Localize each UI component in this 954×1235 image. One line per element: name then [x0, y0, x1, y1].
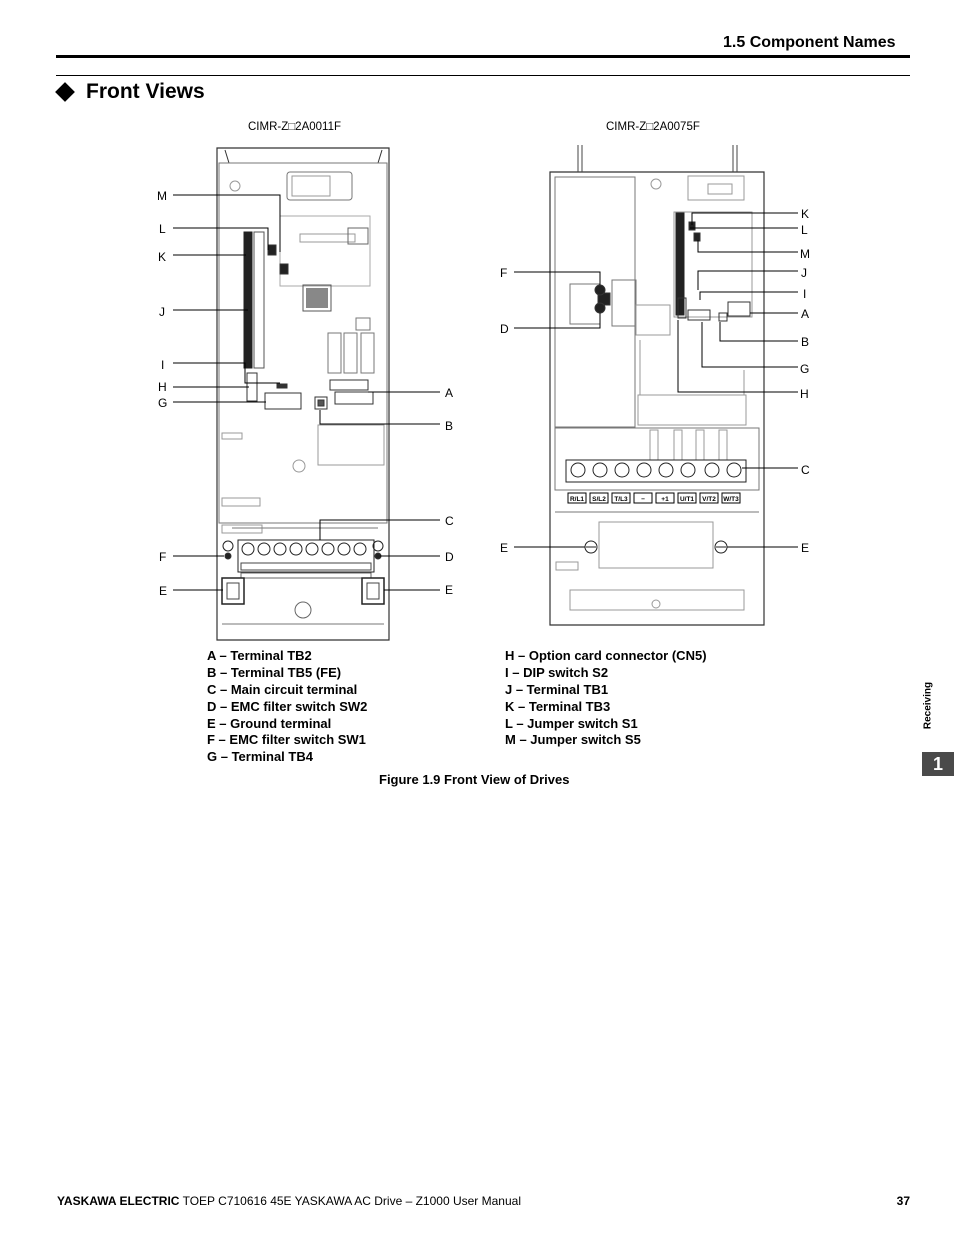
right-callout-f: F — [500, 266, 507, 280]
left-callout-l: L — [159, 222, 166, 236]
terminal-label-box — [633, 492, 653, 504]
left-callout-m: M — [157, 189, 167, 203]
legend-item: K – Terminal TB3 — [505, 698, 611, 714]
terminal-label-box — [611, 492, 631, 504]
terminal-label-box — [655, 492, 675, 504]
left-callout-e-right: E — [445, 583, 453, 597]
terminal-label: R/L1 — [570, 496, 584, 503]
right-callout-e-right: E — [801, 541, 809, 555]
legend-item: F – EMC filter switch SW1 — [207, 732, 366, 748]
right-callout-h: H — [800, 387, 809, 401]
legend-item: A – Terminal TB2 — [207, 648, 312, 663]
left-callout-i: I — [161, 358, 164, 372]
section-title: 1.5 Component Names — [723, 34, 896, 51]
legend-left: A – Terminal TB2 B – Terminal TB5 (FE) C… — [207, 648, 367, 766]
terminal-label: V/T2 — [702, 496, 716, 503]
legend-item: G – Terminal TB4 — [207, 749, 313, 765]
chapter-tab: 1 — [922, 752, 954, 776]
left-callout-b: B — [445, 419, 453, 433]
front-view-figure: M L K J I H G A B C F D E E — [157, 145, 810, 641]
page-number: 37 — [896, 1194, 910, 1208]
right-callout-j: J — [801, 266, 807, 280]
legend-item: L – Jumper switch S1 — [505, 715, 638, 731]
legend-item: C – Main circuit terminal — [207, 681, 358, 697]
right-callout-e-left: E — [500, 541, 508, 555]
right-callout-g: G — [800, 362, 809, 376]
left-model-label: CIMR-Z□2A0011F — [248, 121, 342, 133]
terminal-label: +1 — [661, 496, 669, 503]
left-callout-a: A — [445, 386, 453, 400]
right-drive-drawing — [549, 145, 765, 626]
left-callout-h: H — [158, 380, 167, 394]
header-rule — [56, 55, 910, 58]
left-drive-drawing — [216, 147, 390, 641]
legend-item: I – DIP switch S2 — [505, 664, 609, 680]
left-callout-f: F — [159, 550, 166, 564]
left-callout-c: C — [445, 514, 454, 528]
terminal-label: S/L2 — [592, 496, 606, 503]
left-callout-d: D — [445, 550, 454, 564]
terminal-label-row: R/L1 S/L2 T/L3 − +1 U/T1 V/T2 W/T3 — [567, 492, 741, 504]
legend-right: H – Option card connector (CN5) I – DIP … — [505, 648, 707, 749]
legend-item: E – Ground terminal — [207, 715, 332, 731]
chapter-side-label: Receiving — [922, 681, 934, 730]
terminal-label: W/T3 — [723, 496, 739, 503]
figure-caption: Figure 1.9 Front View of Drives — [379, 772, 570, 787]
right-callout-b: B — [801, 335, 809, 349]
footer-brand: YASKAWA ELECTRIC — [57, 1194, 180, 1208]
right-callout-c: C — [801, 463, 810, 477]
terminal-label: − — [641, 496, 645, 503]
legend-item: B – Terminal TB5 (FE) — [207, 664, 342, 680]
page-heading: Front Views — [86, 80, 205, 103]
footer-text: TOEP C710616 45E YASKAWA AC Drive – Z100… — [179, 1194, 521, 1208]
right-callout-l: L — [801, 223, 808, 237]
left-callout-j: J — [159, 305, 165, 319]
terminal-label-box — [677, 492, 697, 504]
legend-item: H – Option card connector (CN5) — [505, 648, 707, 663]
terminal-label-box — [567, 492, 587, 504]
right-callout-k: K — [801, 207, 809, 221]
terminal-label-box — [721, 492, 741, 504]
right-callout-m: M — [800, 247, 810, 261]
legend-item: M – Jumper switch S5 — [505, 732, 641, 748]
left-callout-lines — [173, 194, 440, 591]
footer: YASKAWA ELECTRIC TOEP C710616 45E YASKAW… — [57, 1194, 521, 1208]
left-callout-g: G — [158, 396, 167, 410]
left-callout-e-left: E — [159, 584, 167, 598]
heading-rule — [56, 75, 910, 76]
left-callout-k: K — [158, 250, 166, 264]
terminal-label: T/L3 — [614, 496, 628, 503]
legend-item: D – EMC filter switch SW2 — [207, 698, 368, 714]
right-callout-d: D — [500, 322, 509, 336]
terminal-label-box — [589, 492, 609, 504]
right-callout-a: A — [801, 307, 809, 321]
terminal-label: U/T1 — [680, 496, 694, 503]
right-model-label: CIMR-Z□2A0075F — [606, 121, 700, 133]
terminal-label-box — [699, 492, 719, 504]
right-callout-i: I — [803, 287, 806, 301]
legend-item: J – Terminal TB1 — [505, 681, 609, 697]
right-callout-lines — [514, 212, 798, 548]
